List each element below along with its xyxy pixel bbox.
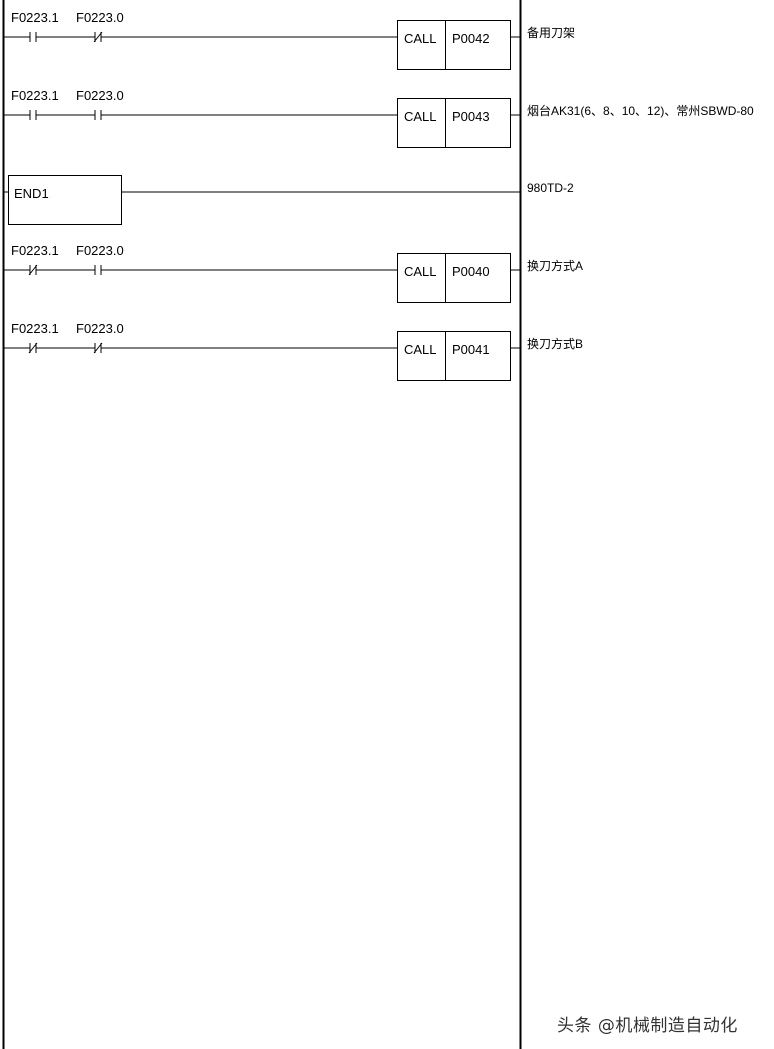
watermark: 头条 @机械制造自动化 [557,1016,738,1036]
contact-label: F0223.1 [11,88,59,103]
call-target: P0042 [452,31,490,46]
call-label: CALL [404,109,437,124]
end-block [8,175,122,225]
contact-label: F0223.1 [11,10,59,25]
contact-slash [28,264,38,276]
contact-label: F0223.0 [76,88,124,103]
call-block [397,20,511,70]
call-label: CALL [404,264,437,279]
call-target: P0041 [452,342,490,357]
call-block [397,98,511,148]
call-target: P0040 [452,264,490,279]
end-label: END1 [14,186,49,201]
contact-label: F0223.1 [11,243,59,258]
contact-slash [93,31,103,43]
rung: END1 980TD-2 [4,175,574,225]
rung-comment: 烟台AK31(6、8、10、12)、常州SBWD-80 [527,103,754,118]
call-block [397,331,511,381]
rung-comment: 备用刀架 [527,26,575,40]
rung-comment: 换刀方式B [527,336,583,351]
contact-slash [28,342,38,354]
call-label: CALL [404,31,437,46]
contact-label: F0223.1 [11,321,59,336]
rung-comment: 980TD-2 [527,181,574,195]
contact-slash [93,342,103,354]
contact-label: F0223.0 [76,243,124,258]
contact-label: F0223.0 [76,321,124,336]
rung-comment: 换刀方式A [527,258,583,273]
call-target: P0043 [452,109,490,124]
contact-label: F0223.0 [76,10,124,25]
call-label: CALL [404,342,437,357]
call-block [397,253,511,303]
